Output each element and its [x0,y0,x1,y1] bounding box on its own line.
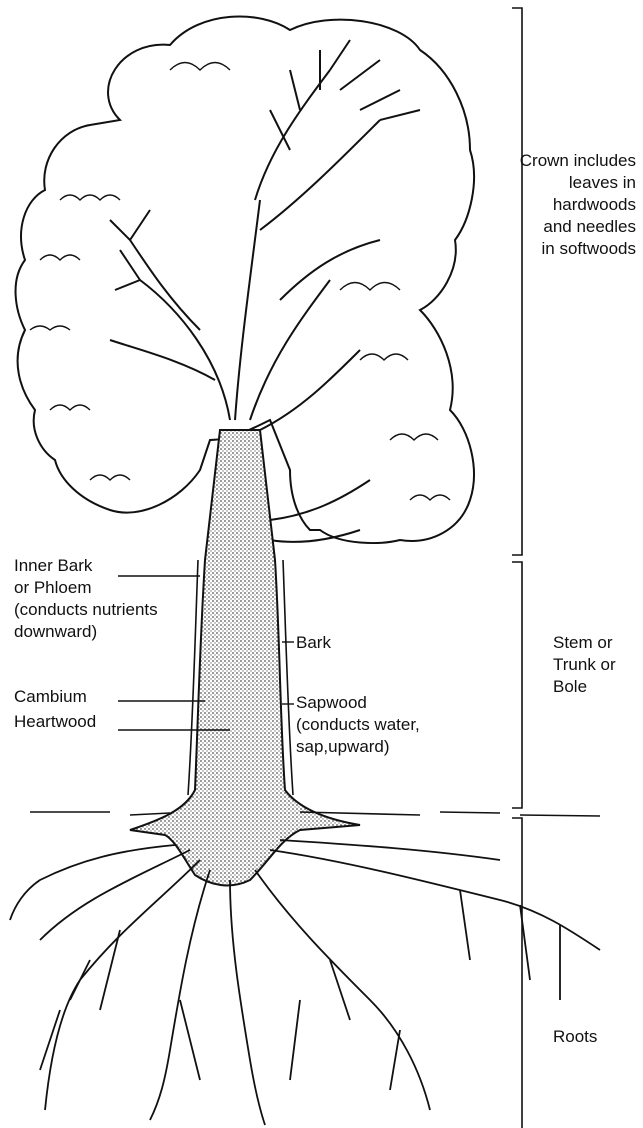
label-cambium: Cambium [14,686,87,708]
stem-bracket [512,562,522,808]
label-heartwood: Heartwood [14,711,96,733]
roots [10,840,600,1125]
label-roots: Roots [553,1026,597,1048]
roots-bracket [512,818,522,1128]
label-bark: Bark [296,632,331,654]
label-sapwood: Sapwood (conducts water, sap,upward) [296,692,420,758]
label-crown: Crown includes leaves in hardwoods and n… [470,150,636,260]
label-stem: Stem or Trunk or Bole [553,632,616,698]
label-inner-bark: Inner Bark or Phloem (conducts nutrients… [14,555,158,643]
crown-bracket [512,8,522,555]
